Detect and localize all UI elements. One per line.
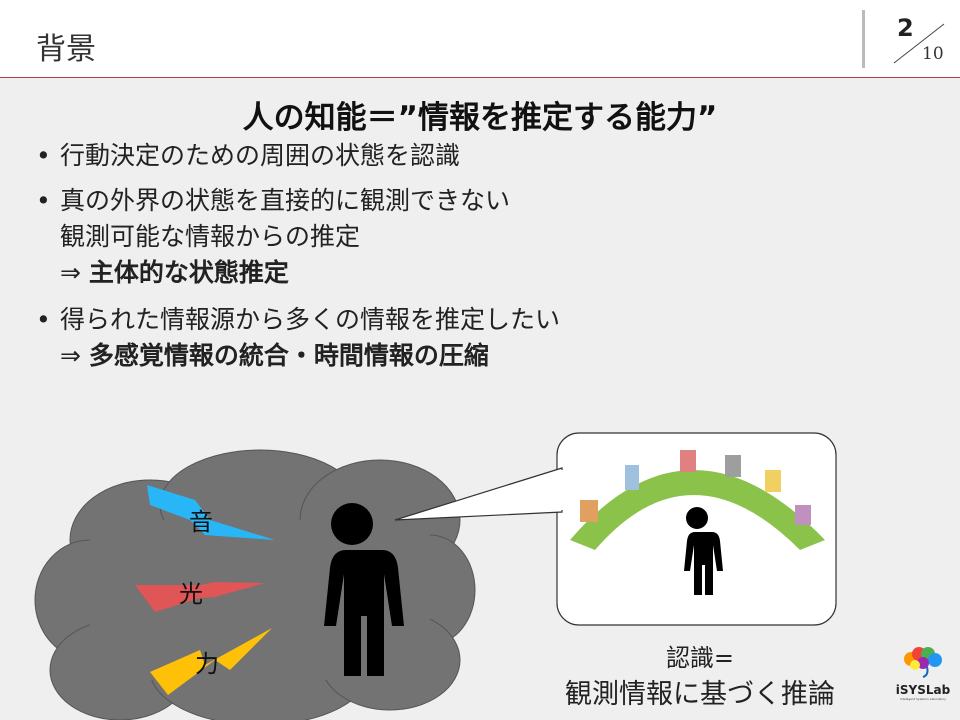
force-bolt	[150, 628, 272, 695]
person-icon	[682, 507, 723, 595]
bullet-mark: •	[36, 186, 51, 215]
conclusion: 多感覚情報の統合・時間情報の圧縮	[88, 341, 489, 370]
lab-logo: iSYSLab Intelligent Systems Laboratory	[893, 645, 953, 701]
label-force: 力	[195, 650, 219, 678]
page-slash	[893, 23, 945, 64]
slide-header: 背景 2 10	[0, 0, 960, 78]
logo-name: iSYSLab	[895, 683, 951, 697]
label-sound: 音	[189, 508, 213, 536]
bullet-mark: •	[36, 305, 51, 334]
page-number: 2	[897, 14, 914, 42]
bullet-mark: •	[36, 141, 51, 170]
bullet-2: • 真の外界の状態を直接的に観測できない 観測可能な情報からの推定 ⇒ 主体的な状…	[36, 183, 510, 291]
label-light: 光	[179, 580, 203, 608]
divider	[862, 10, 865, 68]
caption-inference: 観測情報に基づく推論	[565, 679, 835, 710]
bullet-text: 観測可能な情報からの推定	[60, 222, 361, 251]
arrow: ⇒	[60, 258, 81, 287]
bullet-3: • 得られた情報源から多くの情報を推定したい ⇒ 多感覚情報の統合・時間情報の圧縮	[36, 302, 560, 374]
bullet-text: 行動決定のための周囲の状態を認識	[60, 141, 461, 170]
bullet-1: • 行動決定のための周囲の状態を認識	[36, 138, 460, 174]
light-bolt	[135, 582, 265, 612]
conclusion: 主体的な状態推定	[88, 258, 289, 287]
page-total: 10	[922, 44, 944, 64]
sound-bolt	[147, 485, 275, 540]
logo-sub: Intelligent Systems Laboratory	[899, 697, 947, 701]
slide-title: 背景	[36, 32, 96, 67]
bullet-text: 真の外界の状態を直接的に観測できない	[60, 186, 511, 215]
brain-icon	[904, 647, 942, 678]
caption-recognition: 認識=	[665, 644, 735, 672]
speech-bubble	[394, 432, 837, 626]
person-icon	[322, 503, 404, 676]
headline: 人の知能＝”情報を推定する能力”	[242, 100, 718, 136]
arrow: ⇒	[60, 341, 81, 370]
bullet-text: 得られた情報源から多くの情報を推定したい	[60, 305, 561, 334]
